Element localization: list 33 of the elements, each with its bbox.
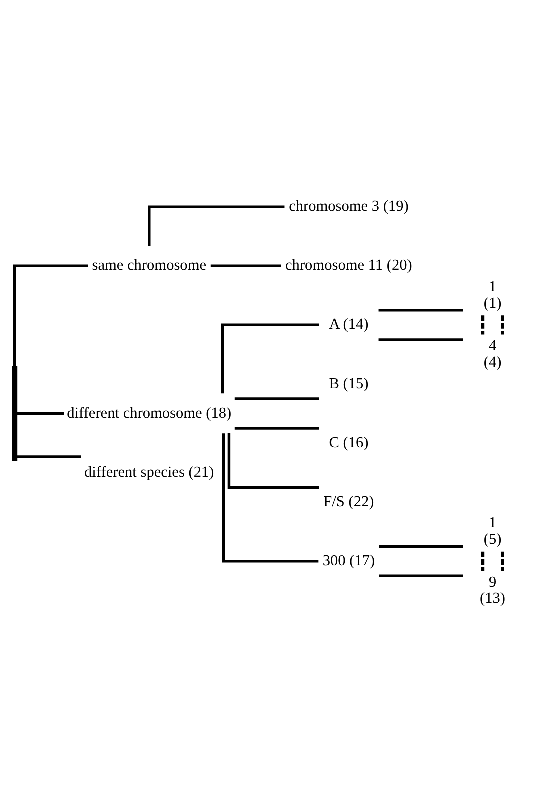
node-text: B (15) (329, 375, 369, 392)
node-text: 1 (1) (484, 278, 502, 312)
connector (378, 338, 464, 342)
connector (210, 264, 282, 268)
connector (234, 398, 320, 400)
connector (234, 427, 320, 430)
connector (501, 316, 504, 335)
node-text: different chromosome (18) (67, 404, 232, 422)
node-text: 1 (5) (484, 514, 502, 548)
node-text: chromosome 11 (20) (286, 257, 412, 274)
connector (17, 456, 82, 458)
connector (481, 552, 485, 571)
node-text: C (16) (329, 434, 369, 452)
connector (14, 264, 88, 367)
node-bar (12, 366, 18, 462)
connector (379, 574, 464, 578)
connector (148, 206, 285, 246)
node-text: F/S (22) (324, 493, 374, 510)
node-text: 9 (13) (480, 574, 506, 608)
node-text: same chromosome (92, 257, 207, 274)
connector (379, 545, 464, 548)
node-text: different species (21) (84, 464, 214, 481)
connector (221, 324, 320, 394)
node-text: chromosome 3 (19) (289, 198, 409, 216)
connector (481, 316, 485, 335)
connector (378, 309, 464, 312)
connector (501, 552, 504, 571)
node-text: 4 (4) (484, 338, 502, 371)
connector (228, 434, 320, 489)
connector (17, 412, 64, 416)
connector (222, 434, 319, 563)
node-text: A (14) (329, 316, 369, 334)
node-text: 300 (17) (322, 552, 376, 570)
